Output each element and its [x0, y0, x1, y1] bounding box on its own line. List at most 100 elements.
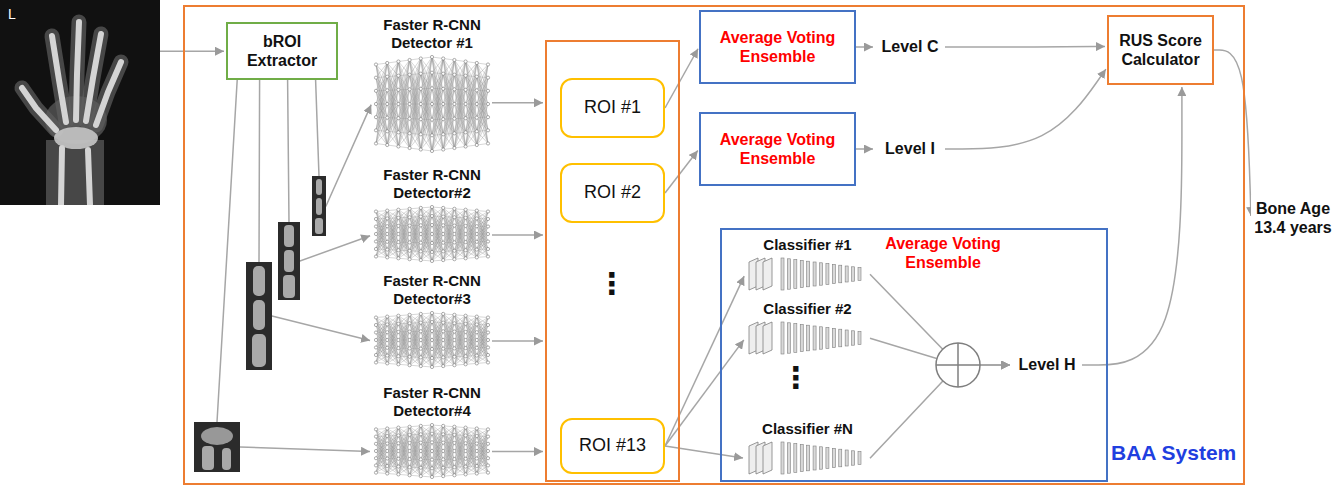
- network-link: [387, 467, 398, 474]
- network-neuron: [408, 207, 411, 210]
- network-link: [477, 104, 488, 145]
- network-link: [443, 234, 454, 260]
- flow-arrow: [856, 148, 873, 150]
- side-marker: L: [8, 6, 28, 23]
- network-neuron: [419, 250, 422, 253]
- sum-circle: [936, 343, 980, 387]
- bone-shape: [316, 198, 322, 215]
- network-neuron: [453, 258, 456, 261]
- network-neuron: [475, 116, 478, 119]
- network-neuron: [430, 320, 433, 323]
- network-link: [410, 323, 421, 366]
- network-link: [398, 75, 409, 147]
- network-neuron: [397, 131, 400, 134]
- network-neuron: [419, 356, 422, 359]
- network-link: [432, 104, 443, 151]
- crop-image: [194, 422, 240, 472]
- network-neuron: [386, 130, 389, 133]
- network-neuron: [430, 329, 433, 332]
- network-link: [432, 74, 443, 151]
- network-neuron: [464, 216, 467, 219]
- network-neuron: [386, 89, 389, 92]
- network-link: [376, 131, 387, 143]
- network-link: [398, 451, 409, 474]
- system-frame: bROI ExtractorFaster R-CNN Detector #1Fa…: [183, 5, 1245, 485]
- network-neuron: [430, 149, 433, 152]
- network-neuron: [408, 146, 411, 149]
- network-neuron: [408, 355, 411, 358]
- network-neuron: [464, 145, 467, 148]
- node-label: Faster R-CNN Detector #1: [372, 16, 492, 52]
- network-link: [410, 357, 421, 365]
- network-neuron: [397, 249, 400, 252]
- network-neuron: [464, 241, 467, 244]
- network-neuron: [397, 224, 400, 227]
- network-neuron: [475, 315, 478, 318]
- network-neuron: [386, 75, 389, 78]
- network-neuron: [397, 347, 400, 350]
- network-link: [376, 325, 387, 363]
- hand-xray-figure: [0, 0, 160, 205]
- network-link: [410, 451, 421, 475]
- network-link: [421, 313, 432, 357]
- network-neuron: [453, 102, 456, 105]
- network-link: [466, 104, 477, 147]
- network-neuron: [475, 346, 478, 349]
- network-link: [421, 57, 432, 134]
- bone-shape: [283, 275, 295, 298]
- network-neuron: [475, 256, 478, 259]
- network-neuron: [374, 316, 377, 319]
- network-neuron: [374, 89, 377, 92]
- network-neuron: [453, 132, 456, 135]
- network-link: [466, 62, 477, 132]
- network-link: [376, 219, 387, 257]
- network-link: [454, 218, 465, 259]
- network-link: [398, 427, 409, 467]
- network-link: [410, 75, 421, 150]
- network-neuron: [386, 256, 389, 259]
- network-link: [454, 209, 465, 250]
- network-link: [376, 317, 387, 355]
- network-neuron: [430, 365, 433, 368]
- network-link: [477, 340, 488, 363]
- network-link: [387, 356, 398, 363]
- network-neuron: [408, 338, 411, 341]
- network-neuron: [408, 58, 411, 61]
- network-link: [398, 217, 409, 258]
- network-neuron: [486, 210, 489, 213]
- network-link: [387, 210, 398, 250]
- network-neuron: [419, 148, 422, 151]
- flow-arrow: [856, 46, 873, 48]
- network-neuron: [386, 362, 389, 365]
- flow-arrow: [492, 340, 543, 342]
- flow-arrow: [492, 102, 543, 104]
- network-neuron: [374, 116, 377, 119]
- network-neuron: [397, 60, 400, 63]
- network-neuron: [475, 217, 478, 220]
- carpal-bones: [54, 127, 98, 149]
- network-neuron: [397, 241, 400, 244]
- network-neuron: [386, 315, 389, 318]
- node-label: Faster R-CNN Detector#3: [372, 272, 492, 308]
- network-neuron: [442, 102, 445, 105]
- network-link: [477, 219, 488, 257]
- sum-symbol: [936, 343, 980, 387]
- network-neuron: [464, 363, 467, 366]
- network-neuron: [386, 116, 389, 119]
- detector-network: Faster R-CNN Detector#3: [372, 272, 492, 372]
- network-link: [410, 314, 421, 357]
- network-neuron: [442, 250, 445, 253]
- network-link: [376, 451, 387, 473]
- network-neuron: [464, 314, 467, 317]
- network-neuron: [475, 209, 478, 212]
- network-neuron: [386, 323, 389, 326]
- network-neuron: [408, 347, 411, 350]
- crop-image: [246, 262, 272, 370]
- network-neuron: [430, 259, 433, 262]
- network-neuron: [475, 362, 478, 365]
- network-neuron: [408, 88, 411, 91]
- network-neuron: [475, 89, 478, 92]
- crop-ground: [278, 222, 300, 300]
